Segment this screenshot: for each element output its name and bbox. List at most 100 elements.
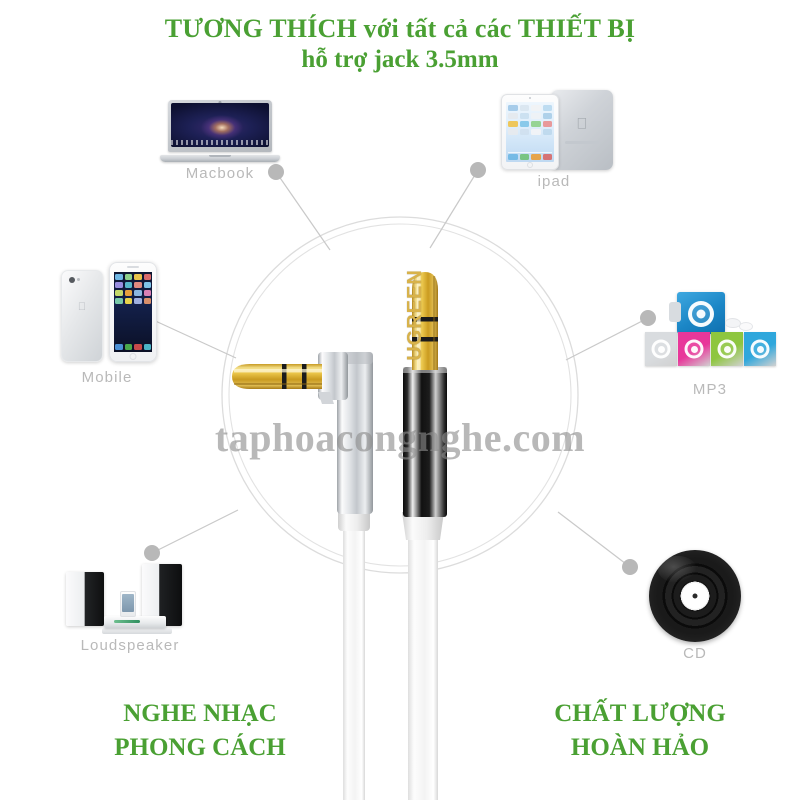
- plug-ring-1-straight: [412, 317, 438, 322]
- gold-plug-straight: [412, 272, 438, 370]
- camera-lens-icon: [69, 277, 75, 283]
- node-macbook: [268, 164, 284, 180]
- docked-phone: [120, 591, 136, 617]
- ipad-dock-icon-0: [508, 154, 518, 160]
- iphone-app-icon-9: [124, 290, 132, 296]
- ipad-screen: [506, 102, 554, 162]
- ipad-app-icon-7: [542, 113, 552, 119]
- ipad-app-icon-13: [519, 129, 529, 135]
- iphone-front-view: [109, 262, 157, 362]
- ipad-dock-icon-1: [519, 154, 529, 160]
- connector-barrel: [403, 367, 447, 517]
- device-label-macbook: Macbook: [185, 165, 255, 182]
- ipad-app-grid: [508, 105, 552, 135]
- ipad-rear-text: [565, 141, 599, 145]
- ipad-app-icon-11: [542, 121, 552, 127]
- ipad-app-icon-10: [531, 121, 541, 127]
- mp3-player-3: [744, 332, 776, 366]
- speaker-dock: [104, 616, 166, 628]
- device-loudspeaker: Loudspeaker: [50, 562, 210, 654]
- ipad-app-icon-14: [531, 129, 541, 135]
- node-mp3: [640, 310, 656, 326]
- iphone-app-icon-6: [134, 282, 142, 288]
- mp3-clip: [669, 302, 681, 322]
- iphone-app-icon-7: [143, 282, 151, 288]
- iphone-dock-icon-1: [124, 344, 132, 350]
- iphone-app-icon-10: [134, 290, 142, 296]
- iphone-app-icon-3: [143, 274, 151, 280]
- iphone-rear-view: : [61, 270, 103, 362]
- center-circle-outer: [221, 216, 579, 574]
- ipad-app-icon-1: [519, 105, 529, 111]
- cd-illustration: [649, 550, 741, 642]
- page-title: TƯƠNG THÍCH với tất cả các THIẾT BỊ hỗ t…: [0, 14, 800, 74]
- ipad-app-icon-5: [519, 113, 529, 119]
- iphone-app-icon-11: [143, 290, 151, 296]
- apple-logo-icon: : [78, 301, 86, 313]
- spoke-cd: [557, 511, 631, 568]
- plug-ring-2-angled: [302, 364, 307, 389]
- mobile-illustration: : [55, 262, 159, 366]
- ipad-dock: [508, 152, 552, 160]
- cd-spindle-hole: [692, 593, 698, 599]
- speaker-base: [102, 628, 172, 634]
- device-label-mp3: MP3: [692, 381, 728, 398]
- device-mp3: MP3: [640, 292, 780, 398]
- iphone-dock: [115, 344, 151, 350]
- ipad-front-view: [501, 94, 559, 170]
- iphone-app-icon-15: [143, 298, 151, 304]
- plug-ring-1-angled: [282, 364, 287, 389]
- cable-left: [343, 520, 365, 800]
- loudspeaker-illustration: [60, 562, 200, 634]
- device-label-loudspeaker: Loudspeaker: [80, 637, 180, 654]
- iphone-dock-icon-2: [134, 344, 142, 350]
- node-cd: [622, 559, 638, 575]
- device-mobile:  Mobile: [42, 262, 172, 386]
- plug-tip-angled: [232, 364, 250, 389]
- iphone-app-icon-14: [134, 298, 142, 304]
- cd-highlight: [658, 555, 697, 584]
- cable-right: [408, 530, 438, 800]
- plug-shadow-straight: [433, 276, 436, 370]
- iphone-app-icon-12: [115, 298, 123, 304]
- ipad-home-button: [527, 162, 533, 168]
- device-ipad:  ipad: [484, 90, 624, 190]
- mp3-player-0: [645, 332, 677, 366]
- ipad-app-icon-12: [508, 129, 518, 135]
- earbud-right-icon: [739, 322, 753, 331]
- ipad-app-icon-15: [542, 129, 552, 135]
- iphone-app-icon-13: [124, 298, 132, 304]
- iphone-app-icon-8: [115, 290, 123, 296]
- ipad-app-icon-9: [519, 121, 529, 127]
- ipad-app-icon-4: [508, 113, 518, 119]
- slogan-right: CHẤT LƯỢNG HOÀN HẢO: [554, 700, 726, 761]
- right-angle-connector: [232, 352, 373, 800]
- iphone-app-icon-0: [115, 274, 123, 280]
- macbook-wallpaper: [171, 103, 269, 147]
- mp3-illustration: [645, 292, 776, 378]
- mp3-control-wheel-icon-1: [684, 339, 704, 359]
- angled-lip: [318, 392, 334, 404]
- ipad-app-icon-8: [508, 121, 518, 127]
- center-circle-inner: [228, 223, 572, 567]
- mp3-control-wheel-icon-0: [651, 339, 671, 359]
- spoke-lines: [137, 169, 649, 568]
- device-cd: CD: [640, 550, 750, 662]
- straight-connector: [402, 272, 447, 800]
- ipad-illustration: : [495, 90, 613, 170]
- ipad-app-icon-0: [508, 105, 518, 111]
- node-loudspeaker: [144, 545, 160, 561]
- device-label-mobile: Mobile: [81, 369, 133, 386]
- speaker-tower-left: [66, 572, 104, 626]
- gold-plug-angled: [232, 364, 322, 389]
- ipad-camera-icon: [529, 97, 531, 99]
- strain-relief-right: [402, 512, 444, 540]
- macbook-camera-icon: [218, 101, 222, 104]
- ipad-dock-icon-3: [542, 154, 552, 160]
- node-ipad: [470, 162, 486, 178]
- ipad-rear-view: : [551, 90, 613, 170]
- iphone-app-grid: [115, 274, 151, 304]
